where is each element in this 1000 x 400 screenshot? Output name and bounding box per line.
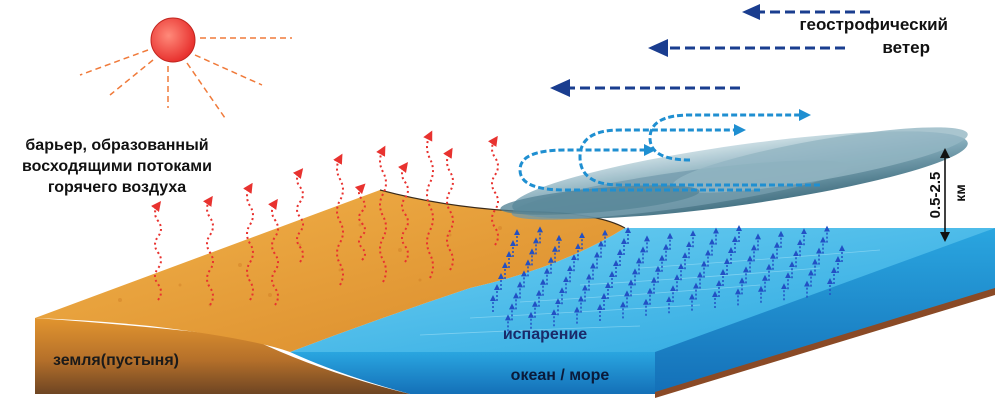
cloud-layer [500,127,968,220]
desert-surface [35,190,625,352]
wind-arrow-icon [550,79,740,97]
ocean-label: океан / море [511,367,610,384]
ocean-right-face [655,228,995,392]
circulation-loop-2 [578,124,820,187]
rising-heat-arrow-icon [333,153,344,286]
ocean-front-face [290,352,655,394]
rising-heat-arrow-icon [203,195,214,306]
geostrophic-wind-arrows [550,4,870,97]
rising-heat-arrow-icon [488,135,499,246]
rising-heat-arrow-icon [292,168,304,263]
rising-heat-arrow-icon [443,147,454,271]
barrier-label-3: горячего воздуха [48,179,186,196]
height-marker [940,148,950,242]
circulation-loop-1 [518,144,760,192]
wind-arrow-icon [742,4,870,20]
land-label: земля(пустыня) [53,352,179,369]
wind-arrow-icon [648,39,845,57]
evaporation-label: испарение [503,326,587,343]
geostrophic-wind-label-1: геострофический [799,15,948,34]
heat-arrows-group [150,130,499,306]
barrier-label-2: восходящими потоками [22,158,212,175]
height-value-label: 0.5-2.5 [927,172,944,219]
barrier-label-1: барьер, образованный [25,137,208,154]
circulation-loop-3 [648,109,811,162]
geostrophic-wind-label-2: ветер [882,38,930,57]
height-unit-label: км [952,184,968,201]
rising-heat-arrow-icon [398,161,409,263]
rising-heat-arrow-icon [268,198,279,306]
sun-icon [79,17,292,119]
rising-heat-arrow-icon [354,183,366,261]
circulation-arrows [518,109,820,192]
rising-heat-arrow-icon [150,201,162,301]
land-front-face [35,318,410,394]
